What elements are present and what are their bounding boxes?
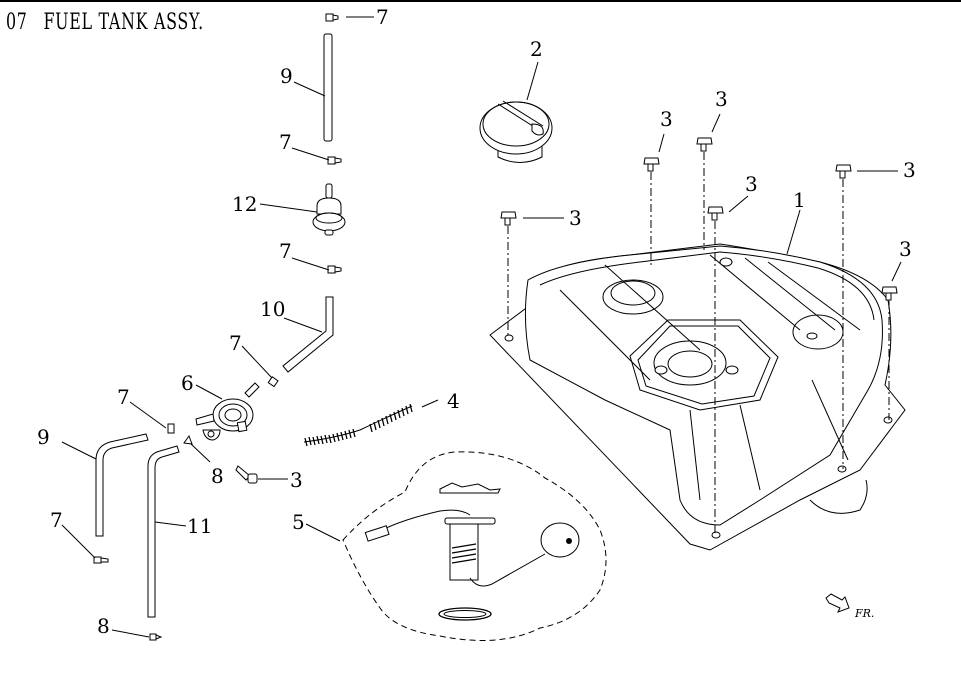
callout-9: 9 xyxy=(37,425,50,449)
leader-line xyxy=(891,261,902,282)
assembly-title: FUEL TANK ASSY. xyxy=(43,10,204,35)
part-3-bolt-top[interactable]: 3 xyxy=(696,87,728,250)
callout-3: 3 xyxy=(899,237,912,261)
part-3-bolt-center[interactable]: 3 xyxy=(707,172,758,535)
leader-line xyxy=(283,317,323,333)
part-3-bolt-left[interactable]: 3 xyxy=(500,206,582,338)
part-10-hose-bent[interactable]: 10 xyxy=(260,296,334,373)
part-6-fuel-cock[interactable]: 6 xyxy=(181,371,260,441)
front-direction-indicator: FR. xyxy=(825,593,874,620)
callout-8: 8 xyxy=(211,464,224,488)
leader-line xyxy=(190,443,211,463)
part-8-clip-bottom[interactable]: 8 xyxy=(97,614,163,641)
callout-11: 11 xyxy=(187,514,212,538)
callout-7: 7 xyxy=(117,385,130,409)
callout-10: 10 xyxy=(260,297,285,321)
part-7-clip-upper[interactable]: 7 xyxy=(279,130,342,165)
part-1-fuel-tank[interactable]: 1 xyxy=(489,188,906,551)
callout-7: 7 xyxy=(229,331,242,355)
leader-line xyxy=(129,401,167,429)
callout-2: 2 xyxy=(530,37,543,61)
part-11-hose-long[interactable]: 11 xyxy=(147,445,212,618)
callout-3: 3 xyxy=(745,172,758,196)
callout-3: 3 xyxy=(569,206,582,230)
callout-3: 3 xyxy=(903,158,916,182)
part-4-spring-guard[interactable]: 4 xyxy=(303,389,460,447)
part-3-bolt-cock[interactable]: 3 xyxy=(235,465,303,492)
callout-7: 7 xyxy=(279,130,292,154)
part-12-fuel-filter[interactable]: 12 xyxy=(232,183,346,236)
part-3-bolt-far-right[interactable]: 3 xyxy=(881,237,912,420)
page-title: 07 FUEL TANK ASSY. xyxy=(6,10,204,35)
section-number: 07 xyxy=(6,10,28,35)
callout-8: 8 xyxy=(97,614,110,638)
part-3-bolt-filler[interactable]: 3 xyxy=(643,107,673,268)
leader-line xyxy=(711,113,721,133)
callout-5: 5 xyxy=(292,510,305,534)
part-9-hose-top[interactable]: 9 xyxy=(280,33,333,142)
callout-3: 3 xyxy=(660,107,673,131)
part-5-fuel-sender-unit[interactable]: 5 xyxy=(292,451,607,641)
callout-7: 7 xyxy=(50,508,63,532)
callout-7: 7 xyxy=(279,239,292,263)
leader-line xyxy=(259,203,318,213)
part-3-bolt-right[interactable]: 3 xyxy=(835,158,916,469)
part-9-hose-left[interactable]: 9 xyxy=(37,425,149,537)
callout-3: 3 xyxy=(290,468,303,492)
part-7-clip-left-lower[interactable]: 7 xyxy=(50,508,109,564)
leader-line xyxy=(658,133,665,153)
leader-line xyxy=(241,345,273,379)
callout-9: 9 xyxy=(280,64,293,88)
part-7-clip-mid[interactable]: 7 xyxy=(229,331,279,388)
callout-4: 4 xyxy=(447,389,460,413)
leader-line xyxy=(111,629,150,638)
callout-6: 6 xyxy=(181,371,194,395)
part-7-clip-lower[interactable]: 7 xyxy=(279,239,342,274)
callout-1: 1 xyxy=(793,188,806,212)
leader-line xyxy=(293,81,326,97)
part-7-clip-top[interactable]: 7 xyxy=(325,5,389,29)
leader-line xyxy=(728,195,749,213)
leader-line xyxy=(786,209,801,255)
spring-coils xyxy=(304,403,413,447)
part-8-clip-left-upper[interactable]: 8 xyxy=(183,434,224,488)
direction-label: FR. xyxy=(854,607,874,620)
leader-line xyxy=(154,521,187,527)
leader-line xyxy=(195,384,223,400)
arrow-front-icon xyxy=(825,593,850,613)
callout-7: 7 xyxy=(376,5,389,29)
part-2-fuel-cap[interactable]: 2 xyxy=(479,37,553,163)
leader-line xyxy=(421,399,439,408)
part-7-clip-left-upper[interactable]: 7 xyxy=(117,385,175,434)
leader-line xyxy=(526,61,539,101)
leader-line xyxy=(61,441,97,460)
leader-line xyxy=(291,257,330,271)
callout-3: 3 xyxy=(715,87,728,111)
leader-line xyxy=(305,523,341,542)
callout-12: 12 xyxy=(232,192,257,216)
leader-line xyxy=(61,524,96,559)
top-border-rule xyxy=(0,0,961,2)
leader-line xyxy=(291,147,330,161)
